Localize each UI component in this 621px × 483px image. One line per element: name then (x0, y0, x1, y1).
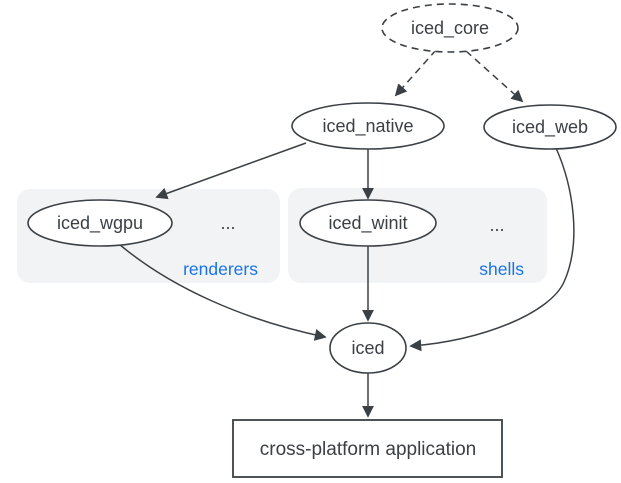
edge-iced-wgpu-to-iced (118, 243, 327, 341)
renderers-ellipsis: ... (220, 213, 235, 233)
iced-label: iced (351, 338, 384, 358)
edge-iced-core-to-iced-web (465, 50, 524, 103)
iced-wgpu-label: iced_wgpu (57, 213, 143, 234)
application-rect (232, 419, 503, 478)
iced-native-label: iced_native (322, 116, 413, 137)
node-application: cross-platform application (232, 419, 503, 478)
iced-winit-ellipse (299, 199, 437, 247)
node-iced-core: iced_core (381, 3, 519, 53)
iced-web-ellipse (483, 104, 617, 150)
edge-iced-core-to-iced-native (394, 49, 437, 97)
node-iced-web: iced_web (483, 104, 617, 150)
iced-native-ellipse (291, 102, 445, 150)
node-iced: iced (329, 322, 407, 374)
shells-group-label: shells (479, 259, 524, 279)
application-label: cross-platform application (260, 439, 476, 460)
node-iced-wgpu: iced_wgpu (27, 199, 173, 247)
iced-core-ellipse (381, 3, 519, 53)
node-iced-native: iced_native (291, 102, 445, 150)
iced-ellipse (329, 322, 407, 374)
shells-ellipsis: ... (489, 215, 504, 235)
iced-wgpu-ellipse (27, 199, 173, 247)
renderers-group-label: renderers (183, 259, 258, 279)
iced-core-label: iced_core (411, 18, 489, 39)
edge-iced-native-to-iced-wgpu (155, 142, 307, 200)
node-iced-winit: iced_winit (299, 199, 437, 247)
iced-web-label: iced_web (512, 117, 588, 138)
iced-winit-label: iced_winit (328, 213, 407, 234)
edge-iced-web-to-iced (409, 147, 575, 352)
